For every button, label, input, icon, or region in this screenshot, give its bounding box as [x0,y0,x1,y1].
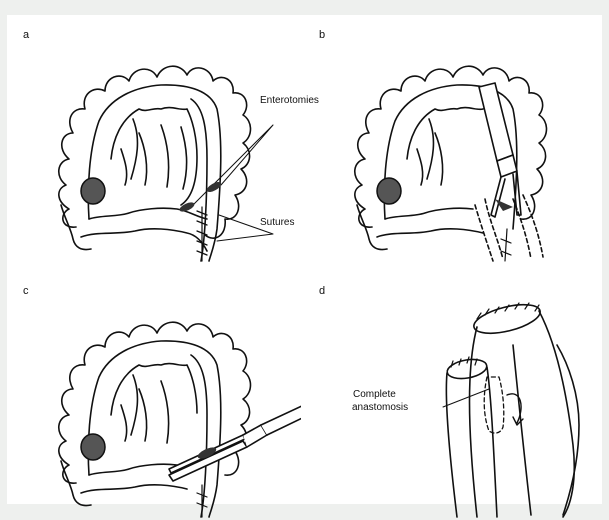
panel-b: b [317,29,597,264]
panel-c: c [21,285,301,520]
complete-label-line2: anastomosis [352,402,408,414]
panel-d: d [317,285,597,520]
panel-a-drawing [21,29,301,264]
complete-label-line1: Complete [353,389,396,401]
ileum-lumen-end [446,357,489,382]
tumor-mass [377,178,401,204]
panel-c-drawing [21,285,301,520]
panel-b-drawing [317,29,597,264]
stapler-body [479,83,513,161]
panel-a: a [21,29,301,264]
colon-outer [59,66,251,238]
tumor-mass [81,178,105,204]
enterotomies-label: Enterotomies [260,95,319,107]
figure-frame: a [7,15,602,504]
tumor-mass [81,434,105,460]
sutures-label: Sutures [260,217,294,229]
linear-stapler [169,441,247,481]
colon-lumen-end [471,299,543,339]
